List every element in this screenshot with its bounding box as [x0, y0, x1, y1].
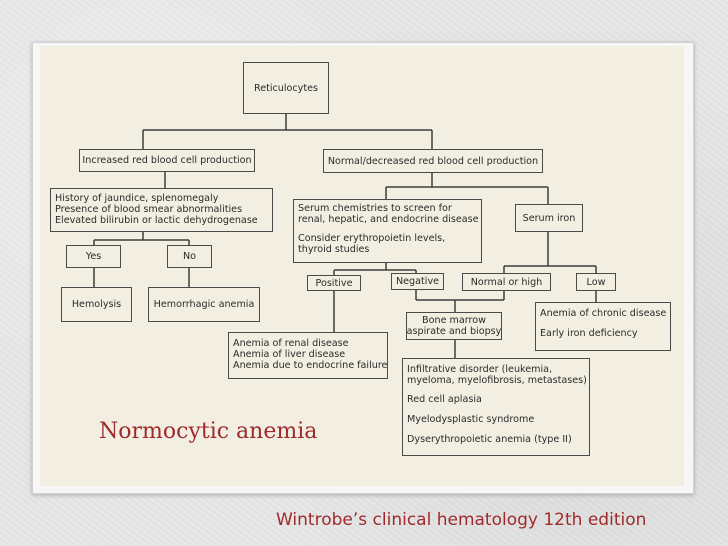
node-reticulocytes: Reticulocytes — [243, 62, 329, 114]
serum-chem-line-2: renal, hepatic, and endocrine disease — [298, 214, 479, 225]
infiltrative-line-4: Myelodysplastic syndrome — [407, 414, 535, 425]
renal-line-1: Anemia of renal disease — [233, 338, 349, 349]
node-infiltrative-disorders: Infiltrative disorder (leukemia, myeloma… — [402, 358, 590, 456]
chronic-line-2: Early iron deficiency — [540, 328, 638, 339]
node-hemorrhagic-anemia: Hemorrhagic anemia — [148, 287, 260, 322]
node-increased-production: Increased red blood cell production — [79, 149, 255, 172]
node-yes: Yes — [66, 245, 121, 268]
bone-marrow-line-2: aspirate and biopsy — [406, 326, 502, 337]
node-hemorrhagic-anemia-label: Hemorrhagic anemia — [153, 299, 255, 310]
serum-chem-line-1: Serum chemistries to screen for — [298, 203, 452, 214]
infiltrative-line-5: Dyserythropoietic anemia (type II) — [407, 434, 572, 445]
node-hemolysis: Hemolysis — [61, 287, 132, 322]
node-increased-production-label: Increased red blood cell production — [82, 155, 252, 166]
slide-caption: Wintrobe’s clinical hematology 12th edit… — [276, 510, 647, 530]
node-positive: Positive — [307, 275, 361, 291]
node-low: Low — [576, 273, 616, 291]
bone-marrow-line-1: Bone marrow — [422, 315, 486, 326]
node-no-label: No — [182, 251, 197, 262]
node-chronic-disease: Anemia of chronic disease Early iron def… — [535, 302, 671, 351]
serum-chem-line-3: Consider erythropoietin levels, — [298, 233, 446, 244]
node-history-findings: History of jaundice, splenomegaly Presen… — [50, 188, 273, 232]
node-serum-iron-label: Serum iron — [522, 212, 576, 224]
node-reticulocytes-label: Reticulocytes — [253, 82, 319, 94]
node-no: No — [167, 245, 212, 268]
history-line-3: Elevated bilirubin or lactic dehydrogena… — [55, 215, 258, 226]
node-yes-label: Yes — [85, 251, 102, 262]
chronic-line-1: Anemia of chronic disease — [540, 308, 667, 319]
node-normal-or-high-label: Normal or high — [470, 276, 543, 288]
title-backdrop — [86, 406, 366, 460]
renal-line-2: Anemia of liver disease — [233, 349, 346, 360]
infiltrative-line-1: Infiltrative disorder (leukemia, — [407, 364, 553, 375]
renal-line-3: Anemia due to endocrine failure — [233, 360, 388, 371]
node-normal-decreased-production: Normal/decreased red blood cell producti… — [323, 149, 543, 173]
node-negative-label: Negative — [395, 276, 440, 287]
node-renal-liver-endocrine: Anemia of renal disease Anemia of liver … — [228, 332, 388, 379]
node-bone-marrow: Bone marrow aspirate and biopsy — [406, 312, 502, 340]
node-serum-chemistries: Serum chemistries to screen for renal, h… — [293, 199, 482, 263]
history-line-1: History of jaundice, splenomegaly — [55, 193, 219, 204]
node-low-label: Low — [586, 276, 606, 288]
serum-chem-line-4: thyroid studies — [298, 244, 370, 255]
node-positive-label: Positive — [315, 277, 353, 289]
slide-title: Normocytic anemia — [99, 419, 318, 444]
node-normal-decreased-production-label: Normal/decreased red blood cell producti… — [327, 155, 539, 167]
node-hemolysis-label: Hemolysis — [71, 299, 122, 310]
node-serum-iron: Serum iron — [515, 204, 583, 232]
node-normal-or-high: Normal or high — [462, 273, 551, 291]
infiltrative-line-3: Red cell aplasia — [407, 394, 482, 405]
node-negative: Negative — [391, 273, 444, 290]
history-line-2: Presence of blood smear abnormalities — [55, 204, 243, 215]
infiltrative-line-2: myeloma, myelofibrosis, metastases) — [407, 375, 587, 386]
